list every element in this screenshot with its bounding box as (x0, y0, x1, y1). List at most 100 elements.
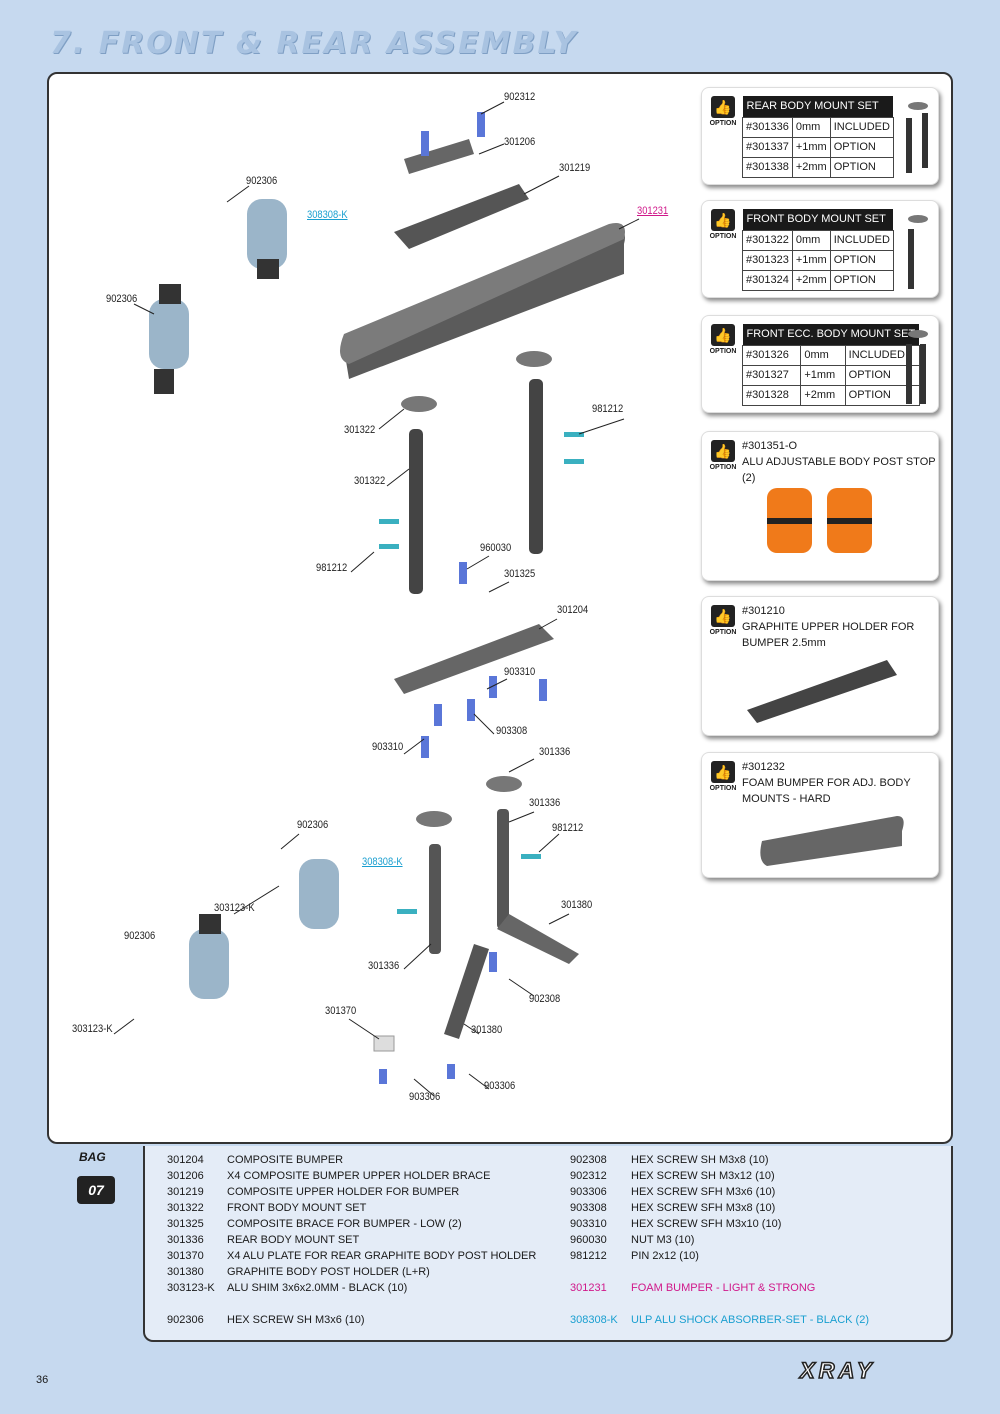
part-code: 960030 (570, 1234, 607, 1246)
part-code: 301206 (167, 1170, 204, 1182)
part-label-902306: 902306 (124, 930, 156, 942)
front-ecc-body-mount-set-card: 👍OPTION FRONT ECC. BODY MOUNT SET #30132… (701, 315, 939, 413)
orange-post-stop-illustration (767, 488, 872, 553)
part-description: COMPOSITE BRACE FOR BUMPER - LOW (2) (227, 1218, 462, 1230)
part-label-903310: 903310 (504, 666, 536, 678)
assembly-diagram-panel: 902312 301206 301219 301231 902306 30830… (47, 72, 953, 1144)
part-label-301336: 301336 (368, 960, 400, 972)
part-label-301322: 301322 (344, 424, 376, 436)
part-label-301231[interactable]: 301231 (637, 205, 669, 217)
part-description: NUT M3 (10) (631, 1234, 695, 1246)
part-description: HEX SCREW SH M3x8 (10) (631, 1154, 769, 1166)
part-description: REAR BODY MOUNT SET (227, 1234, 360, 1246)
part-code: 301219 (167, 1186, 204, 1198)
part-description: COMPOSITE BUMPER (227, 1154, 344, 1166)
option-badge: 👍OPTION (708, 761, 738, 792)
part-label-903306: 903306 (409, 1091, 441, 1103)
part-code: 902308 (570, 1154, 607, 1166)
part-label-301219: 301219 (559, 162, 591, 174)
option-badge: 👍OPTION (708, 209, 738, 240)
part-label-903308: 903308 (496, 725, 528, 737)
mount-post-illustration (908, 215, 928, 289)
part-code: 301231 (570, 1282, 607, 1294)
bag-number: 07 (77, 1176, 115, 1204)
part-label-308308-k[interactable]: 308308-K (362, 856, 403, 868)
thumbs-up-icon: 👍 (711, 761, 735, 783)
option-code: #301232 (742, 761, 785, 773)
part-label-301204: 301204 (557, 604, 589, 616)
part-label-301325: 301325 (504, 568, 536, 580)
part-label-308308-k[interactable]: 308308-K (307, 209, 348, 221)
part-description: HEX SCREW SH M3x6 (10) (227, 1314, 365, 1326)
part-description: FRONT BODY MOUNT SET (227, 1202, 367, 1214)
part-description: PIN 2x12 (10) (631, 1250, 699, 1262)
brand-logo: XRAY (799, 1357, 876, 1384)
exploded-view-drawing (113, 101, 640, 1097)
part-label-303123-k: 303123-K (214, 902, 255, 914)
part-code: 981212 (570, 1250, 607, 1262)
part-code: 301322 (167, 1202, 204, 1214)
part-label-301322: 301322 (354, 475, 386, 487)
thumbs-up-icon: 👍 (711, 209, 735, 231)
option-badge: 👍OPTION (708, 440, 738, 471)
part-description: X4 ALU PLATE FOR REAR GRAPHITE BODY POST… (227, 1250, 537, 1262)
part-description: X4 COMPOSITE BUMPER UPPER HOLDER BRACE (227, 1170, 491, 1182)
part-description: FOAM BUMPER - LIGHT & STRONG (631, 1282, 816, 1294)
part-code: 308308-K (570, 1314, 618, 1326)
page-number: 36 (36, 1374, 49, 1386)
mount-post-illustration (906, 330, 928, 404)
part-label-301206: 301206 (504, 136, 536, 148)
part-label-301336: 301336 (539, 746, 571, 758)
part-label-902308: 902308 (529, 993, 561, 1005)
foam-bumper-illustration (760, 816, 904, 866)
part-label-902306: 902306 (297, 819, 329, 831)
graphite-holder-option-card: 👍OPTION #301210 GRAPHITE UPPER HOLDER FO… (701, 596, 939, 736)
option-description-line2: MOUNTS - HARD (742, 793, 831, 805)
post-stop-option-card: 👍OPTION #301351-O ALU ADJUSTABLE BODY PO… (701, 431, 939, 581)
part-label-301370: 301370 (325, 1005, 357, 1017)
option-badge: 👍OPTION (708, 605, 738, 636)
part-code: 903306 (570, 1186, 607, 1198)
thumbs-up-icon: 👍 (711, 96, 735, 118)
part-code: 903310 (570, 1218, 607, 1230)
part-code: 301325 (167, 1218, 204, 1230)
part-description: COMPOSITE UPPER HOLDER FOR BUMPER (227, 1186, 460, 1198)
part-code: 301370 (167, 1250, 204, 1262)
part-label-981212: 981212 (316, 562, 348, 574)
part-label-301380: 301380 (561, 899, 593, 911)
part-label-903310: 903310 (372, 741, 404, 753)
part-description: HEX SCREW SH M3x12 (10) (631, 1170, 775, 1182)
part-code: 902306 (167, 1314, 204, 1326)
part-label-902306: 902306 (246, 175, 278, 187)
option-code: #301210 (742, 605, 785, 617)
bag-label: BAG (79, 1150, 106, 1164)
option-description: ALU ADJUSTABLE BODY POST STOP (2) (742, 456, 936, 484)
part-label-903306: 903306 (484, 1080, 516, 1092)
part-description: HEX SCREW SFH M3x8 (10) (631, 1202, 776, 1214)
part-description: ALU SHIM 3x6x2.0MM - BLACK (10) (227, 1282, 408, 1294)
foam-bumper-option-card: 👍OPTION #301232 FOAM BUMPER FOR ADJ. BOD… (701, 752, 939, 878)
option-description-line2: BUMPER 2.5mm (742, 637, 826, 649)
part-label-902312: 902312 (504, 91, 536, 103)
option-code: #301351-O (742, 440, 798, 452)
part-label-960030: 960030 (480, 542, 512, 554)
graphite-holder-illustration (747, 660, 897, 723)
part-label-902306: 902306 (106, 293, 138, 305)
part-label-303123-k: 303123-K (72, 1023, 113, 1035)
thumbs-up-icon: 👍 (711, 605, 735, 627)
part-label-301380: 301380 (471, 1024, 503, 1036)
part-label-981212: 981212 (552, 822, 584, 834)
option-badge: 👍OPTION (708, 324, 738, 355)
option-badge: 👍OPTION (708, 96, 738, 127)
part-label-981212: 981212 (592, 403, 624, 415)
part-code: 303123-K (167, 1282, 215, 1294)
page-title: 7. FRONT & REAR ASSEMBLY (50, 26, 578, 61)
part-description: ULP ALU SHOCK ABSORBER-SET - BLACK (2) (631, 1314, 870, 1326)
part-description: GRAPHITE BODY POST HOLDER (L+R) (227, 1266, 430, 1278)
bag-indicator: BAG 07 (47, 1146, 143, 1220)
